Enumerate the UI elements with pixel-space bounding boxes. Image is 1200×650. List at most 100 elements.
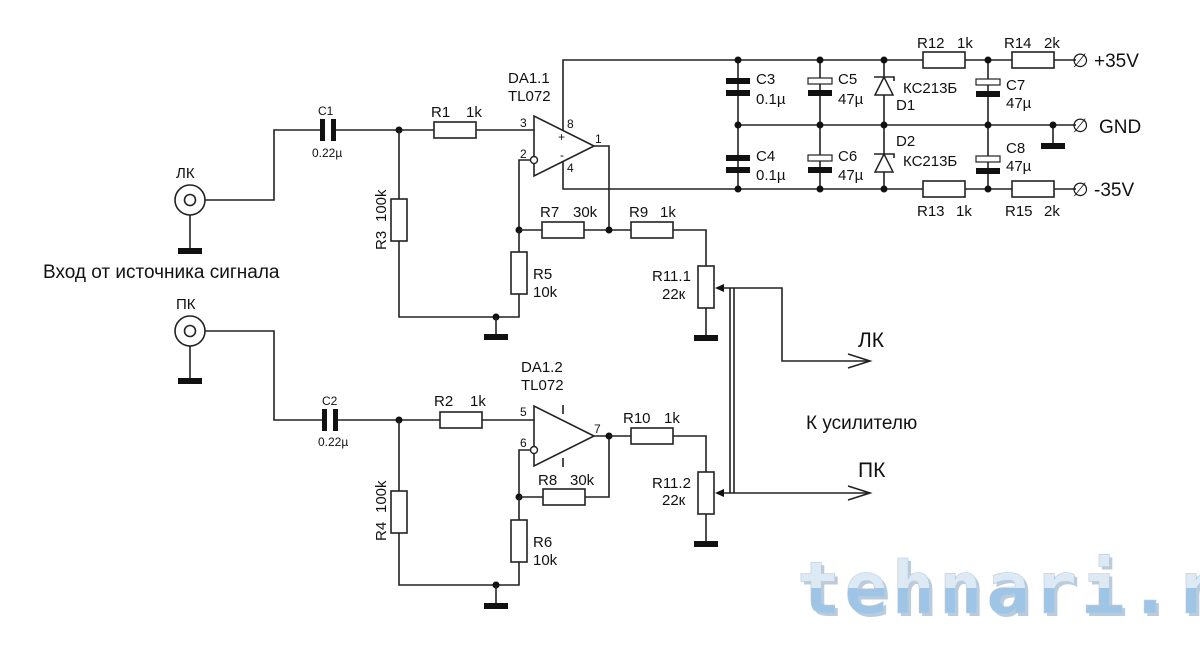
r14-label: R14 <box>1004 35 1032 52</box>
pin-label: 8 <box>567 117 574 131</box>
resistor-r9 <box>630 221 674 239</box>
resistor-r8 <box>542 488 586 506</box>
potentiometer-r11-1 <box>697 265 715 309</box>
r6-label: R6 <box>533 534 552 551</box>
input-caption: Вход от источника сигнала <box>43 262 280 283</box>
r3-label: R3 <box>373 231 390 250</box>
output-right-label: ПК <box>858 459 886 482</box>
ground-icon <box>178 378 202 384</box>
r12-value: 1k <box>957 35 973 52</box>
output-wire-left <box>724 287 870 362</box>
terminal-minus-icon[interactable]: ∅ <box>1072 180 1089 201</box>
r14-value: 2k <box>1044 35 1060 52</box>
r15-label: R15 <box>1005 203 1033 220</box>
r7-label: R7 <box>540 204 559 221</box>
input-jack-left <box>174 184 206 254</box>
d1-label: D1 <box>896 97 915 114</box>
c4-value: 0.1µ <box>756 167 786 184</box>
supply-plus-label: +35V <box>1094 51 1139 72</box>
r10-label: R10 <box>623 410 651 427</box>
wiper-arrow-icon <box>715 284 724 292</box>
c2-label: C2 <box>322 394 338 408</box>
plus-sign: + <box>558 130 565 144</box>
input-jack-right <box>174 315 206 384</box>
d1-part: КС213Б <box>903 80 957 97</box>
supply-gnd-label: GND <box>1099 117 1141 138</box>
r11-1-label: R11.1 <box>652 268 691 285</box>
r1-label: R1 <box>431 104 450 121</box>
c5-value: 47µ <box>838 91 864 108</box>
d2-part: КС213Б <box>903 153 957 170</box>
capacitor-c5 <box>807 77 833 85</box>
zener-diode-d1 <box>873 75 895 96</box>
arrow-right-out-icon <box>847 485 873 501</box>
r1-value: 1k <box>466 104 482 121</box>
r11-2-label: R11.2 <box>652 475 691 492</box>
capacitor-c1 <box>320 119 336 141</box>
ground-icon <box>484 603 508 609</box>
r12-label: R12 <box>917 35 945 52</box>
c3-value: 0.1µ <box>756 91 786 108</box>
zener-diode-d2 <box>873 152 895 173</box>
r8-value: 30k <box>570 472 595 489</box>
r2-label: R2 <box>434 393 453 410</box>
minus-sign: - <box>560 148 564 162</box>
wire <box>205 129 320 201</box>
supply-minus-label: -35V <box>1094 180 1134 201</box>
pin-label: 3 <box>520 116 527 130</box>
r8-label: R8 <box>538 472 557 489</box>
r6-value: 10k <box>533 552 558 569</box>
c1-value: 0.22µ <box>312 146 342 160</box>
potentiometer-r11-2 <box>697 471 715 515</box>
ground-icon <box>694 335 718 341</box>
watermark-logo: tehnari.ru <box>797 546 1200 630</box>
da1-1-ref: DA1.1 <box>508 70 550 87</box>
r9-value: 1k <box>660 204 676 221</box>
r5-label: R5 <box>533 266 552 283</box>
terminal-plus-icon[interactable]: ∅ <box>1072 51 1089 72</box>
r11-2-value: 22к <box>662 492 686 509</box>
c1-label: C1 <box>318 104 334 118</box>
da1-1-part: TL072 <box>508 88 551 105</box>
output-caption: К усилителю <box>806 413 917 434</box>
r3-value: 100k <box>373 189 390 222</box>
resistor-r6 <box>510 519 528 563</box>
r10-value: 1k <box>664 410 680 427</box>
c6-label: C6 <box>838 148 857 165</box>
r11-1-value: 22к <box>662 286 686 303</box>
c7-label: C7 <box>1006 77 1025 94</box>
input-jack-left-label: ЛК <box>176 165 195 182</box>
ground-icon <box>484 334 508 340</box>
resistor-r2 <box>439 411 483 429</box>
resistor-r7 <box>541 221 585 239</box>
r15-value: 2k <box>1044 203 1060 220</box>
resistor-r10 <box>630 427 674 445</box>
pin-label: 1 <box>595 132 602 146</box>
pin-label: 7 <box>594 422 601 436</box>
output-left-label: ЛК <box>858 329 885 352</box>
pin-label: 2 <box>520 147 527 161</box>
opamp-da1-2 <box>529 404 596 468</box>
r2-value: 1k <box>470 393 486 410</box>
terminal-gnd-icon[interactable]: ∅ <box>1072 116 1089 137</box>
c4-label: C4 <box>756 148 775 165</box>
c8-value: 47µ <box>1006 158 1032 175</box>
ground-icon <box>694 541 718 547</box>
ganged-pot-linkage <box>729 288 735 493</box>
resistor-r1 <box>433 121 477 139</box>
c2-value: 0.22µ <box>318 435 348 449</box>
r13-value: 1k <box>956 203 972 220</box>
capacitor-c2 <box>322 409 338 431</box>
c5-label: C5 <box>838 71 857 88</box>
capacitor-c3 <box>726 78 750 84</box>
resistor-r5 <box>510 251 528 295</box>
pin-label: 6 <box>520 436 527 450</box>
opamp-da1-1 <box>529 114 596 178</box>
resistor-r4 <box>390 490 408 534</box>
arrow-left-out-icon <box>847 353 873 369</box>
r9-label: R9 <box>629 204 648 221</box>
pin-label: 5 <box>520 405 527 419</box>
c6-value: 47µ <box>838 167 864 184</box>
d2-label: D2 <box>896 133 915 150</box>
